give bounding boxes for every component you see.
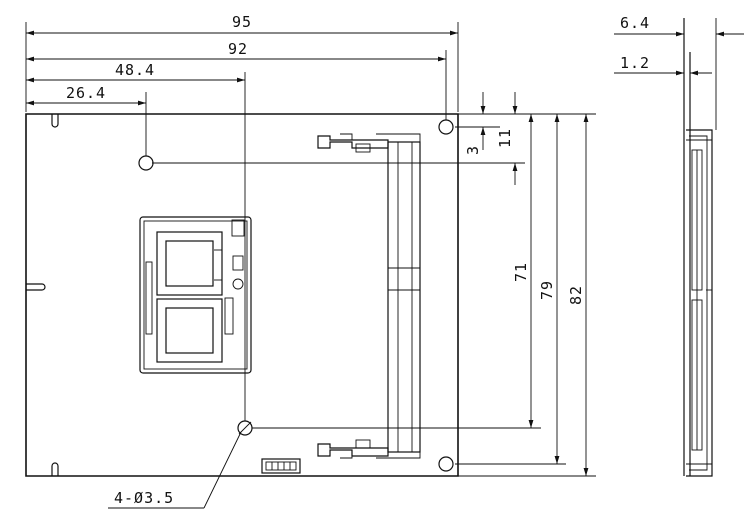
dimension-1-2: 1.2 — [614, 54, 712, 76]
dim-6-4-label: 6.4 — [620, 14, 650, 32]
dim-26-4-label: 26.4 — [66, 84, 106, 102]
dim-95-label: 95 — [232, 13, 252, 31]
hole-callout-label: 4-Ø3.5 — [114, 489, 174, 507]
dimension-79: 79 — [455, 114, 566, 465]
dimension-6-4: 6.4 — [614, 14, 744, 130]
dimension-48-4: 48.4 — [26, 61, 246, 421]
dim-11-label: 11 — [496, 128, 514, 148]
chip-module — [139, 216, 252, 374]
side-view — [683, 18, 713, 477]
bottom-connector — [261, 458, 301, 474]
dimension-95: 95 — [25, 13, 459, 112]
dim-1-2-label: 1.2 — [620, 54, 650, 72]
dim-3-label: 3 — [464, 145, 482, 155]
dimension-82: 82 — [458, 113, 596, 477]
dim-48-4-label: 48.4 — [115, 61, 155, 79]
dimension-71: 71 — [252, 114, 541, 429]
dim-82-label: 82 — [567, 285, 585, 305]
dimension-92: 92 — [26, 40, 447, 120]
hole-callout: 4-Ø3.5 — [108, 431, 242, 509]
dimension-3: 3 — [455, 92, 500, 155]
dim-79-label: 79 — [538, 280, 556, 300]
dimension-26-4: 26.4 — [26, 84, 147, 156]
dimm-connector — [317, 133, 421, 459]
dimension-11: 11 — [152, 92, 525, 185]
dim-71-label: 71 — [512, 262, 530, 282]
dim-92-label: 92 — [228, 40, 248, 58]
